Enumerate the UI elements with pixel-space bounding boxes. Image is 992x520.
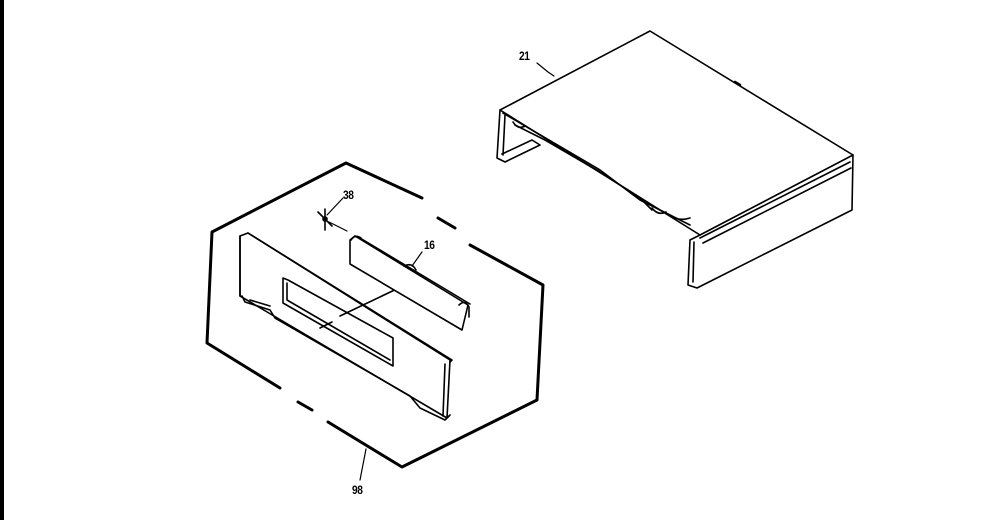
part-label-38: 38 <box>343 188 354 202</box>
front-panel-part <box>239 232 453 421</box>
part-label-21: 21 <box>519 49 530 63</box>
part-label-16: 16 <box>424 238 435 252</box>
bracket-part <box>349 235 471 331</box>
assembly-boundary <box>205 161 545 469</box>
leader-line-16 <box>411 251 423 267</box>
leader-line-98 <box>359 448 367 481</box>
leader-line-38 <box>326 197 344 216</box>
page-left-border <box>0 0 4 520</box>
part-label-98: 98 <box>352 483 363 497</box>
top-cover-part <box>496 30 854 289</box>
screw-part <box>317 208 348 232</box>
leader-line-21 <box>536 62 555 77</box>
